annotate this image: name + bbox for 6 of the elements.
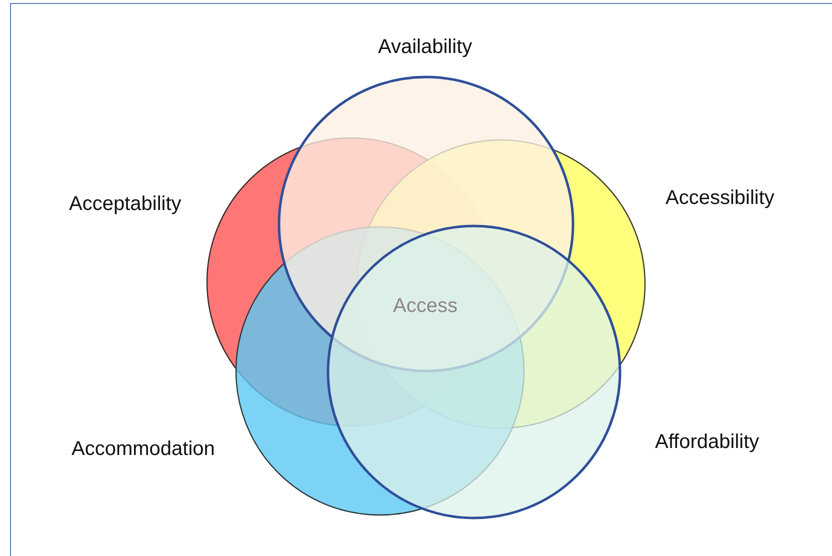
circle-label: Accommodation — [72, 437, 215, 461]
circle-label: Availability — [378, 35, 472, 59]
circle-label: Accessibility — [666, 186, 774, 210]
circle-label: Acceptability — [69, 192, 182, 216]
circle-label: Affordability — [655, 430, 760, 454]
center-label: Access — [393, 294, 458, 318]
